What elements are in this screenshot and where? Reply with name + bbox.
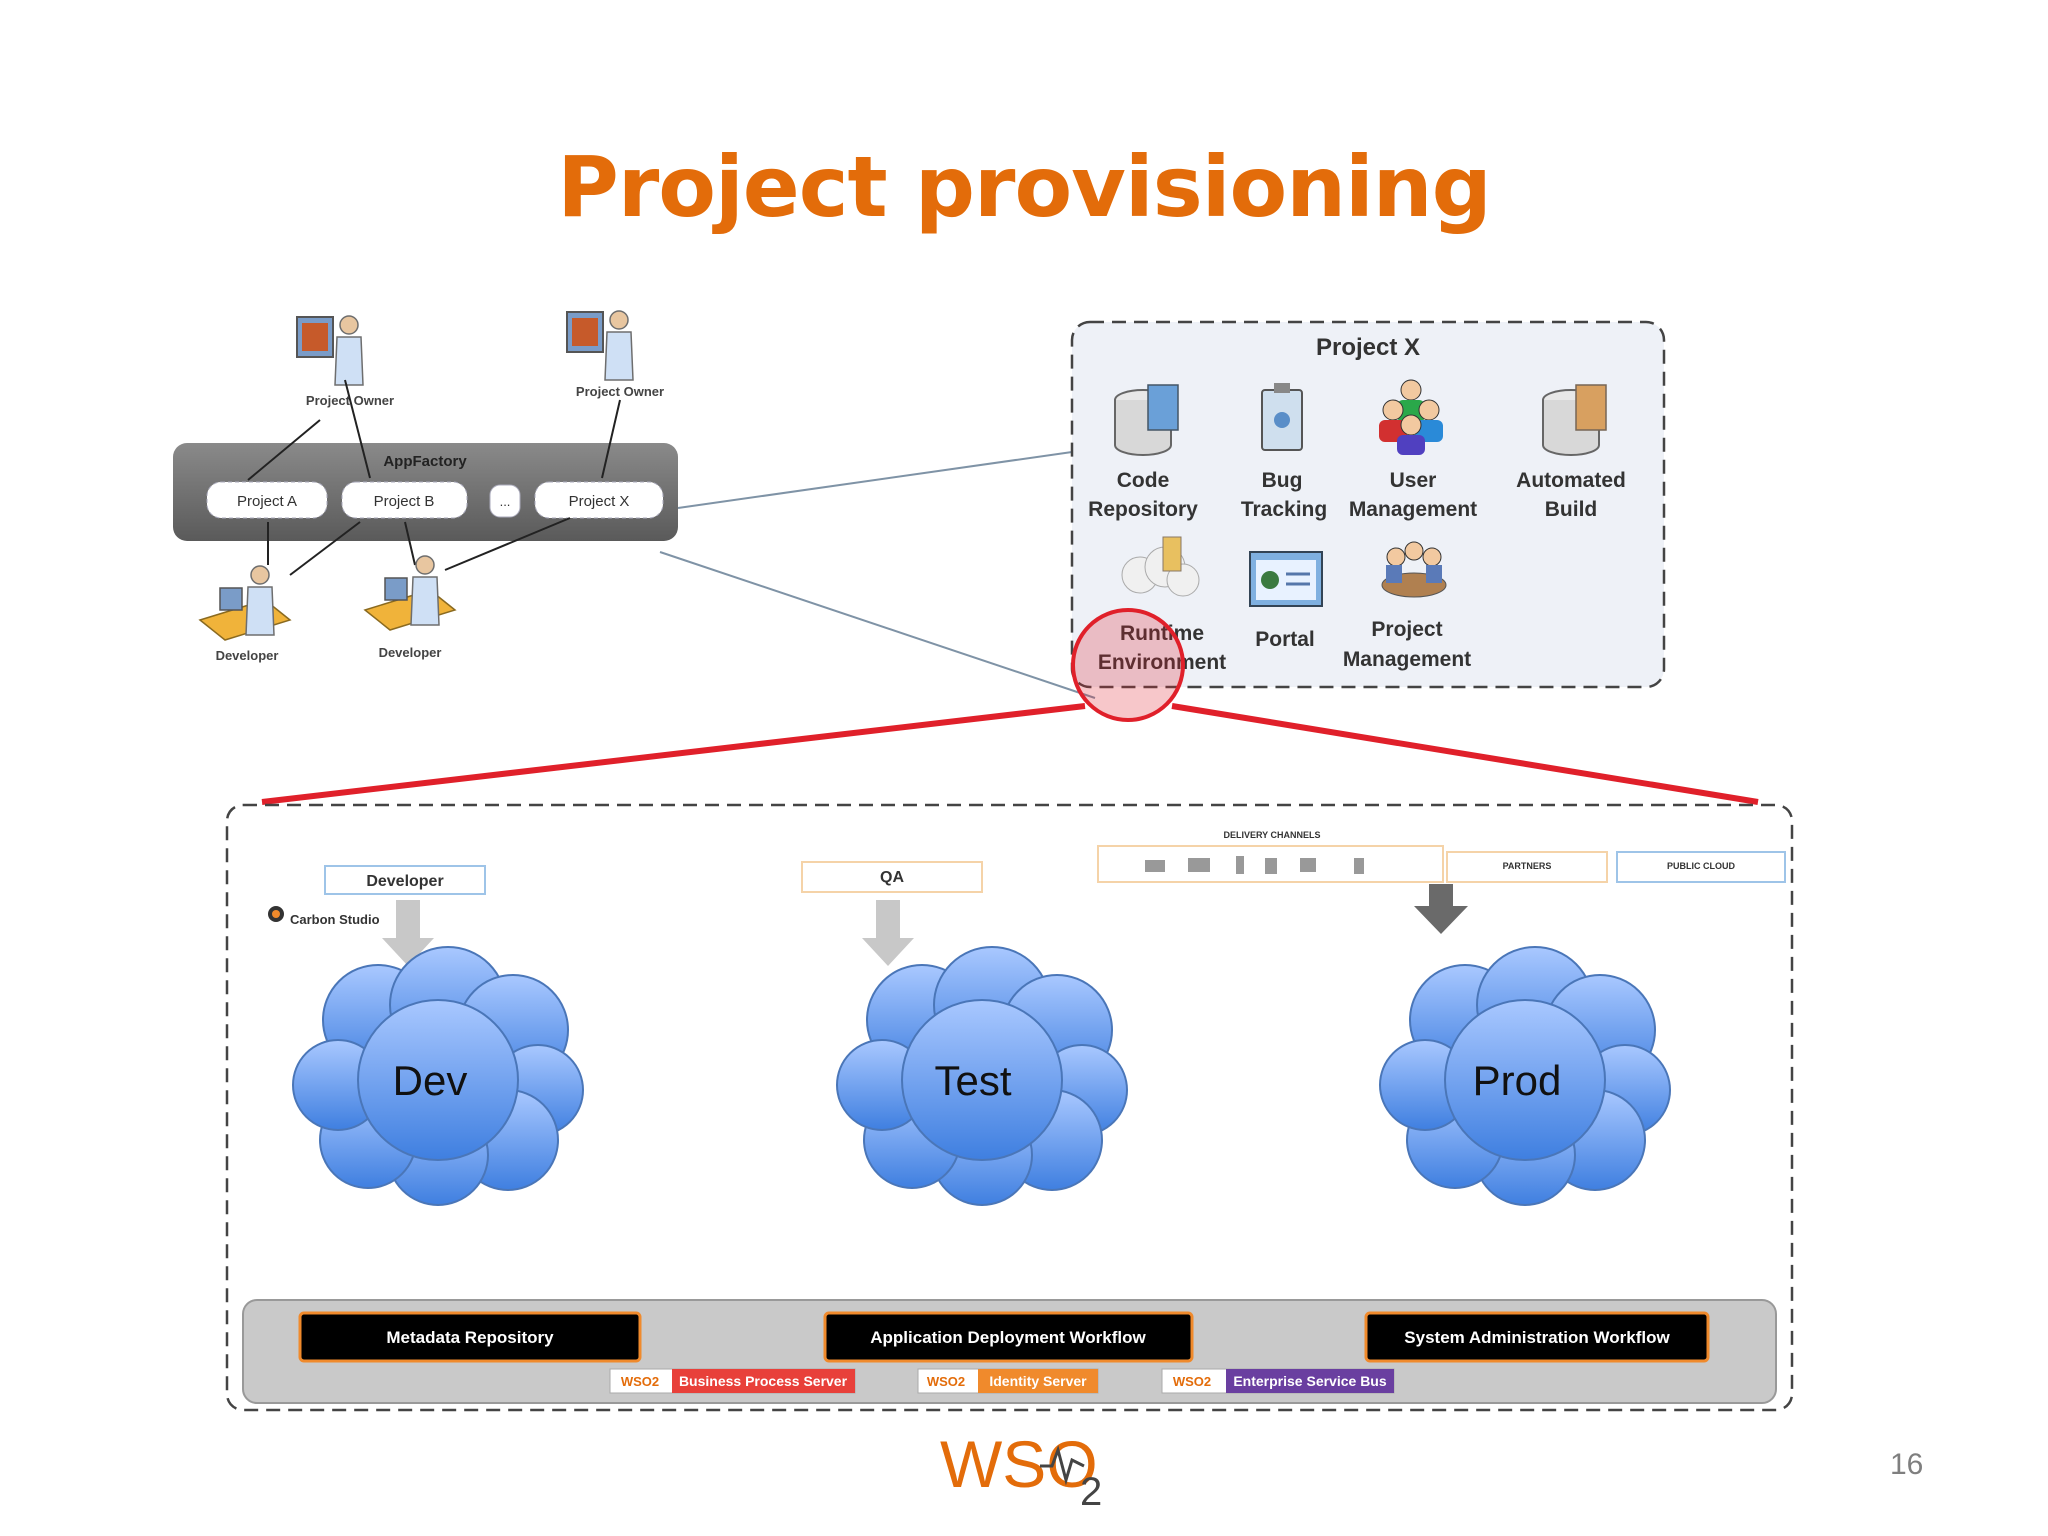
cloud-server-icon bbox=[1121, 536, 1200, 597]
lane-header-label: Developer bbox=[366, 873, 443, 890]
project-owner-icon bbox=[567, 311, 633, 380]
svg-text:WSO2: WSO2 bbox=[1173, 1374, 1211, 1389]
project-node-label: Project X bbox=[569, 493, 630, 510]
bug-clipboard-icon bbox=[1261, 383, 1303, 451]
developer-icon bbox=[365, 556, 455, 630]
cloud-label: Test bbox=[934, 1057, 1011, 1104]
workflow-box bbox=[823, 1311, 1194, 1363]
workflow-label: Application Deployment Workflow bbox=[870, 1328, 1146, 1347]
project-node bbox=[489, 484, 521, 518]
product-badge: WSO2 Identity Server bbox=[917, 1368, 1099, 1394]
product-label: Enterprise Service Bus bbox=[1233, 1373, 1387, 1389]
meeting-icon bbox=[1381, 541, 1447, 598]
project-node bbox=[341, 481, 468, 519]
connector-line bbox=[659, 551, 1096, 699]
channel-tag-label: PUBLIC CLOUD bbox=[1667, 861, 1735, 871]
project-x-box: Project X bbox=[1070, 320, 1666, 689]
project-owner-icon bbox=[297, 316, 363, 385]
connector-line bbox=[677, 451, 1073, 509]
down-arrow bbox=[382, 900, 434, 966]
component-label: Tracking bbox=[1241, 498, 1327, 521]
project-node bbox=[206, 481, 328, 519]
arrows bbox=[247, 379, 621, 576]
workflow-box bbox=[298, 1311, 642, 1363]
workflow-label: Metadata Repository bbox=[386, 1328, 554, 1347]
developer-label: Developer bbox=[379, 645, 442, 660]
product-badge-fill bbox=[672, 1369, 855, 1393]
carbon-studio-label: Carbon Studio bbox=[290, 912, 380, 927]
component-label: Portal bbox=[1255, 628, 1315, 651]
zoom-line bbox=[1171, 703, 1759, 805]
build-icon bbox=[1542, 384, 1607, 456]
users-icon bbox=[1379, 379, 1443, 455]
down-arrow bbox=[1414, 884, 1468, 934]
portal-icon bbox=[1249, 551, 1323, 607]
component-label: Code bbox=[1117, 469, 1170, 492]
carbon-studio-logo: Carbon Studio bbox=[268, 906, 380, 927]
component-label: Automated bbox=[1516, 469, 1626, 492]
product-badge: WSO2 Enterprise Service Bus bbox=[1161, 1368, 1395, 1394]
channel-tag bbox=[1616, 851, 1786, 883]
down-arrow bbox=[862, 900, 914, 966]
component-label: Environment bbox=[1098, 651, 1226, 674]
component-label: User bbox=[1390, 469, 1437, 492]
workflow-label: System Administration Workflow bbox=[1404, 1328, 1670, 1347]
logo-subscript: 2 bbox=[1080, 1470, 1102, 1514]
highlight-circle bbox=[1071, 608, 1185, 722]
lane-header bbox=[801, 861, 983, 893]
lane-header-label: QA bbox=[880, 869, 904, 886]
environments-box: Developer QA DELIVERY CHANNELS PARTNERS … bbox=[225, 803, 1794, 1412]
zoom-line bbox=[261, 703, 1086, 805]
product-badge-fill bbox=[978, 1369, 1098, 1393]
project-node bbox=[534, 481, 664, 519]
cloud-label: Dev bbox=[393, 1057, 468, 1104]
database-icon bbox=[1114, 384, 1179, 456]
appfactory-diagram: Project Owner Project Owner AppFactory P… bbox=[173, 311, 678, 663]
developer-icon bbox=[200, 566, 290, 640]
component-label: Repository bbox=[1088, 498, 1198, 521]
project-node-label: Project B bbox=[374, 493, 435, 510]
svg-text:WSO2: WSO2 bbox=[927, 1374, 965, 1389]
test-cloud: Test bbox=[836, 946, 1128, 1206]
product-label: Business Process Server bbox=[679, 1373, 848, 1389]
pulse-icon bbox=[1040, 1445, 1085, 1486]
component-label: Build bbox=[1545, 498, 1598, 521]
project-x-title: Project X bbox=[1316, 334, 1420, 361]
slide-title: Project provisioning bbox=[557, 138, 1492, 236]
cloud-label: Prod bbox=[1473, 1057, 1562, 1104]
appfactory-label: AppFactory bbox=[383, 453, 467, 470]
owner-label: Project Owner bbox=[576, 384, 664, 399]
delivery-channels-label: DELIVERY CHANNELS bbox=[1223, 830, 1320, 840]
product-badge: WSO2 Business Process Server bbox=[609, 1368, 856, 1394]
project-node-label: ... bbox=[500, 494, 511, 509]
developer-label: Developer bbox=[216, 648, 279, 663]
prod-cloud: Prod bbox=[1379, 946, 1671, 1206]
project-node-label: Project A bbox=[237, 493, 297, 510]
component-label: Management bbox=[1343, 648, 1471, 671]
dev-cloud: Dev bbox=[292, 946, 584, 1206]
product-badge-fill bbox=[1226, 1369, 1394, 1393]
product-label: Identity Server bbox=[989, 1373, 1087, 1389]
component-label: Management bbox=[1349, 498, 1477, 521]
component-label: Runtime bbox=[1120, 622, 1204, 645]
wso2-logo: WSO 2 bbox=[940, 1427, 1102, 1514]
channel-icons bbox=[1145, 856, 1364, 874]
svg-text:WSO2: WSO2 bbox=[621, 1374, 659, 1389]
logo-text: WSO bbox=[940, 1427, 1098, 1501]
channel-tag-label: PARTNERS bbox=[1503, 861, 1552, 871]
page-number: 16 bbox=[1890, 1448, 1924, 1481]
lane-header bbox=[324, 865, 486, 895]
channel-tag bbox=[1446, 851, 1608, 883]
workflow-box bbox=[1364, 1311, 1710, 1363]
component-label: Project bbox=[1371, 618, 1442, 641]
component-label: Bug bbox=[1262, 469, 1303, 492]
